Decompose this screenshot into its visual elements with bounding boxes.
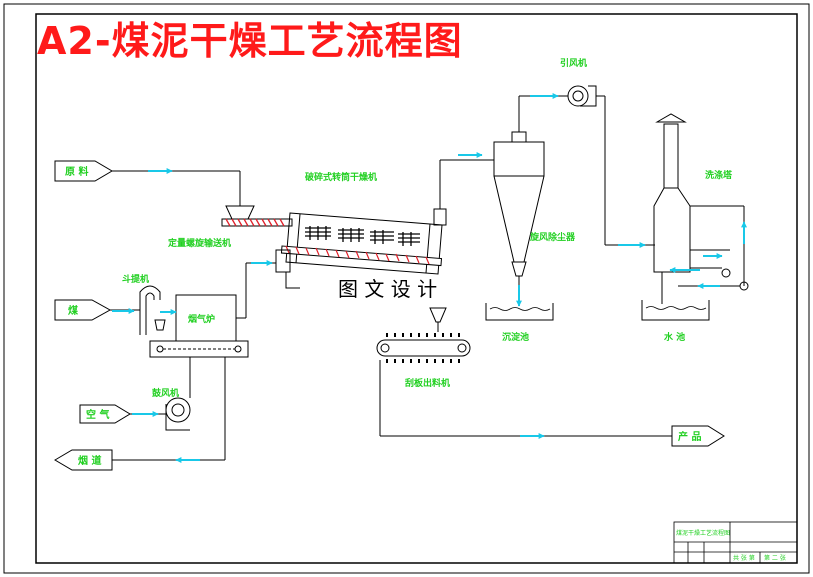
label-air: 空 气 <box>86 408 109 421</box>
title-block <box>673 521 798 564</box>
hot-air-furnace <box>112 262 276 461</box>
induced-fan <box>567 85 655 246</box>
label-cyclone: 旋风除尘器 <box>529 231 576 243</box>
exhaust-outlet <box>54 449 113 471</box>
page-title: A2-煤泥干燥工艺流程图 <box>37 19 463 63</box>
watermark-box <box>318 275 483 305</box>
title-block-sheet-no: 第 二 张 <box>764 554 786 562</box>
blower <box>165 392 191 431</box>
label-blower: 鼓风机 <box>152 387 179 399</box>
title-block-name: 煤泥干燥工艺流程图 <box>676 529 730 537</box>
scraper-conveyor <box>376 307 725 447</box>
label-screw-feeder: 定量螺旋输送机 <box>167 237 231 249</box>
label-scrubber: 洗涤塔 <box>705 169 733 181</box>
label-raw-material: 原 料 <box>65 165 88 178</box>
watermark: 图 文 设 计 <box>338 277 437 301</box>
label-settling-tank: 沉淀池 <box>502 331 529 343</box>
label-scraper-conveyor: 刮板出料机 <box>405 377 450 389</box>
label-rotary-dryer: 破碎式转筒干燥机 <box>305 171 377 183</box>
screw-feeder <box>221 218 293 227</box>
label-hopper-elevator: 斗提机 <box>122 273 149 285</box>
scrubber-tower <box>653 113 749 304</box>
cyclone <box>493 95 568 305</box>
label-product: 产 品 <box>678 430 701 443</box>
label-water-tank: 水 池 <box>664 331 685 343</box>
label-exhaust: 烟 道 <box>78 454 101 467</box>
title-block-sheet-total: 共 张 第 <box>733 554 755 562</box>
label-hot-air-furnace: 烟气炉 <box>188 313 215 325</box>
water-tank <box>641 300 710 321</box>
outer-border <box>3 3 810 574</box>
raw-material-input <box>54 160 241 206</box>
label-induced-fan: 引风机 <box>560 57 587 69</box>
label-coal: 煤 <box>68 304 78 317</box>
rotary-dryer <box>275 159 494 289</box>
feed-hopper <box>225 205 255 220</box>
inner-border <box>35 13 798 564</box>
bucket-elevator <box>139 285 166 335</box>
settling-tank <box>485 303 554 321</box>
